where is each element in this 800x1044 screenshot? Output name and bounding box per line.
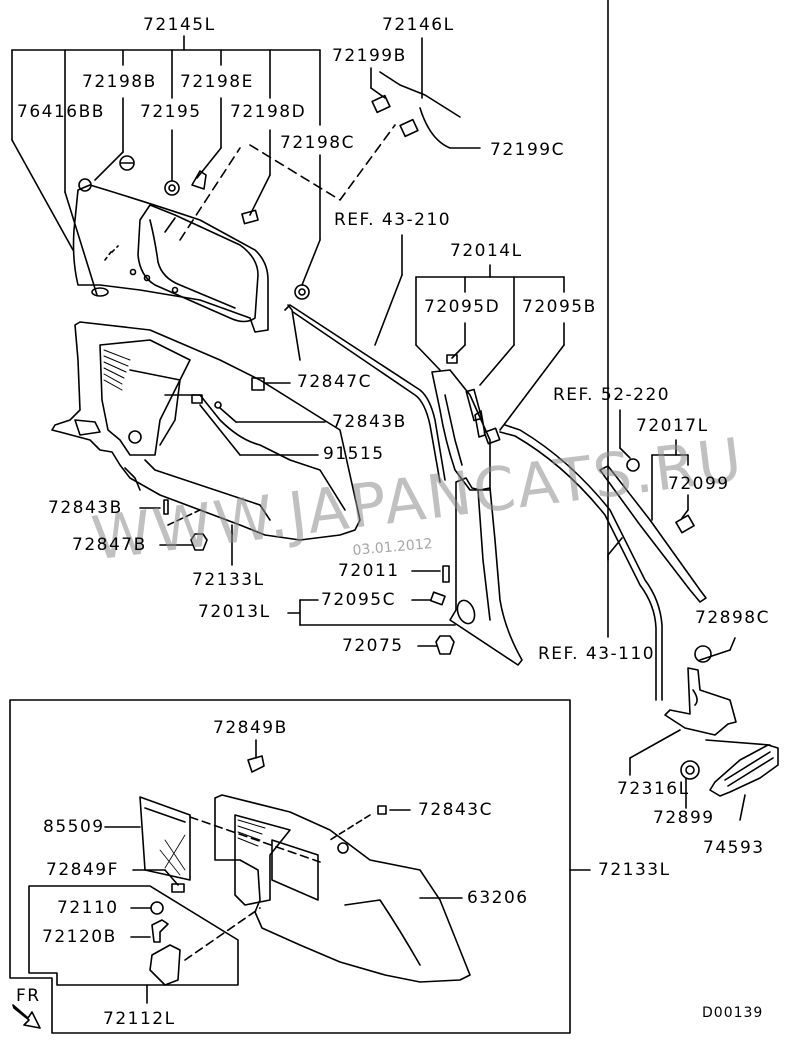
- front-direction-arrow-icon: [13, 1005, 40, 1028]
- part-label-72095D[interactable]: 72095D: [424, 297, 501, 317]
- dashed-guide-72198C: [250, 125, 395, 200]
- bracket-72316L: [630, 638, 736, 775]
- pillar-trim-72013L: [450, 478, 522, 665]
- part-label-72898C[interactable]: 72898C: [695, 608, 770, 628]
- part-label-72099[interactable]: 72099: [668, 474, 730, 494]
- dashed-guide-85509: [190, 817, 320, 862]
- part-label-63206[interactable]: 63206: [467, 888, 529, 908]
- upper-quarter-trim-panel: [74, 179, 269, 332]
- part-label-72847B[interactable]: 72847B: [72, 535, 147, 555]
- dashed-guide-72112L: [185, 908, 260, 960]
- panel-85509: [105, 797, 190, 880]
- part-label-72843C[interactable]: 72843C: [418, 800, 493, 820]
- part-label-72110[interactable]: 72110: [57, 898, 119, 918]
- cap-72099: [676, 515, 694, 532]
- part-label-72011[interactable]: 72011: [338, 561, 400, 581]
- part-label-91515[interactable]: 91515: [323, 444, 385, 464]
- part-label-76416BB[interactable]: 76416BB: [17, 102, 105, 122]
- clip-72849F: [133, 870, 184, 892]
- part-label-72198B[interactable]: 72198B: [82, 72, 157, 92]
- part-label-72199C[interactable]: 72199C: [490, 140, 565, 160]
- part-label-72133L[interactable]: 72133L: [192, 570, 265, 590]
- screw-72843B-lower: [140, 500, 200, 525]
- grommet-72198C: [295, 285, 309, 299]
- weatherstrip-ref-43-110: [500, 0, 662, 700]
- leader-72017L: [620, 410, 688, 520]
- weatherstrip-ref-43-210: [285, 235, 445, 482]
- clip-72095C: [412, 592, 445, 605]
- part-label-72195[interactable]: 72195: [140, 102, 202, 122]
- part-label-72013L[interactable]: 72013L: [198, 602, 271, 622]
- part-label-85509[interactable]: 85509: [43, 817, 105, 837]
- part-label-72198C[interactable]: 72198C: [280, 133, 355, 153]
- ref-label-43-110[interactable]: REF. 43-110: [538, 644, 656, 664]
- part-label-72849F[interactable]: 72849F: [46, 860, 119, 880]
- part-label-72075[interactable]: 72075: [342, 636, 404, 656]
- nut-72110: [131, 902, 163, 914]
- assembly-box-72133L: [10, 700, 570, 1033]
- ref-label-52-220[interactable]: REF. 52-220: [553, 385, 671, 405]
- leader-72145L: [12, 36, 320, 295]
- clip-72095D: [447, 355, 457, 363]
- clip-72199B: [372, 96, 390, 113]
- drawing-code: D00139: [702, 1005, 764, 1021]
- clip-72198B: [120, 156, 134, 170]
- clip-72849B: [248, 740, 264, 772]
- part-label-72316L[interactable]: 72316L: [617, 779, 690, 799]
- part-label-72145L[interactable]: 72145L: [143, 15, 216, 35]
- screw-72843C: [330, 806, 410, 840]
- clip-72847C: [252, 378, 290, 390]
- nut-72899: [681, 761, 699, 808]
- nut-91515: [192, 395, 318, 455]
- clip-72198D: [242, 210, 258, 223]
- leader-72014L: [416, 265, 564, 430]
- part-label-72843B-lower[interactable]: 72843B: [48, 498, 123, 518]
- part-label-72843B[interactable]: 72843B: [332, 412, 407, 432]
- clip-72847B: [160, 534, 207, 550]
- part-label-72120B[interactable]: 72120B: [42, 927, 117, 947]
- clip-72075: [418, 636, 454, 654]
- screw-72011: [412, 566, 449, 582]
- part-label-72847C[interactable]: 72847C: [297, 372, 372, 392]
- ref-label-43-210[interactable]: REF. 43-210: [334, 210, 452, 230]
- clip-72199C: [400, 120, 418, 137]
- hook-74593: [706, 740, 778, 820]
- cap-72099-upper: [627, 459, 639, 471]
- washer-72195: [165, 181, 179, 195]
- part-label-72198E[interactable]: 72198E: [180, 72, 254, 92]
- part-label-72017L[interactable]: 72017L: [636, 416, 709, 436]
- weatherstrip-72146L: [380, 72, 460, 117]
- part-label-72095C[interactable]: 72095C: [321, 590, 396, 610]
- part-label-72112L[interactable]: 72112L: [103, 1009, 176, 1029]
- part-label-72095B[interactable]: 72095B: [522, 297, 597, 317]
- part-label-72198D[interactable]: 72198D: [230, 102, 307, 122]
- part-label-72146L[interactable]: 72146L: [382, 15, 455, 35]
- part-label-72199B[interactable]: 72199B: [332, 46, 407, 66]
- trim-panel-63206: [215, 795, 470, 982]
- screw-72843B: [215, 402, 325, 422]
- pillar-trim-72017L: [600, 466, 706, 602]
- part-label-74593[interactable]: 74593: [703, 838, 765, 858]
- clip-72198E: [192, 171, 206, 189]
- part-label-72133L-assembly[interactable]: 72133L: [598, 860, 671, 880]
- part-label-72014L[interactable]: 72014L: [450, 241, 523, 261]
- leader-72013L: [288, 600, 455, 625]
- clip-72120B: [131, 920, 168, 942]
- dashed-guide-72198E: [180, 148, 240, 240]
- part-label-72899[interactable]: 72899: [653, 808, 715, 828]
- direction-label-fr: FR: [16, 986, 41, 1006]
- part-label-72849B[interactable]: 72849B: [213, 718, 288, 738]
- cover-72112L: [150, 945, 180, 985]
- clip-72095B: [484, 428, 499, 443]
